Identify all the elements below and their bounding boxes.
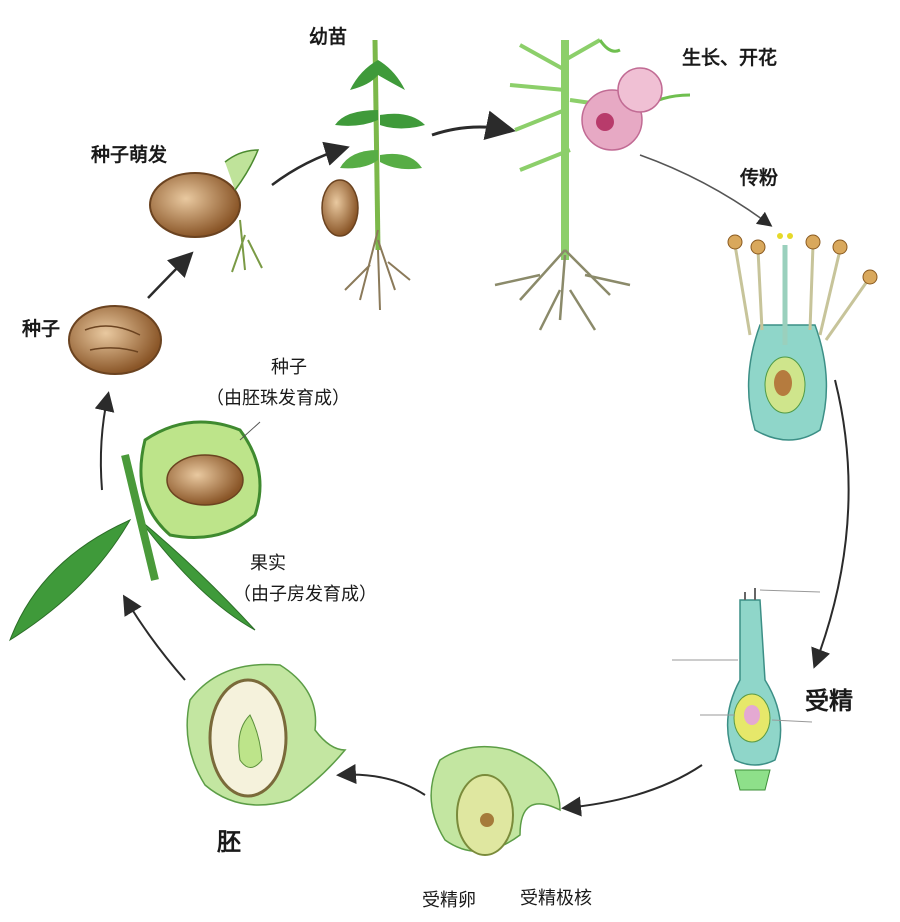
label-fruit-origin: （由子房发育成） (233, 584, 377, 605)
arrow-embryo-to-fruit (122, 594, 186, 681)
germinating-seed-illustration (149, 149, 263, 273)
flower-illustration (581, 67, 663, 151)
label-seedling: 幼苗 (309, 26, 348, 48)
label-seed-in-fruit: 种子 (271, 357, 307, 378)
seedling-illustration (321, 39, 425, 311)
fertilization-illustration (672, 588, 821, 791)
arrow-germination-to-seedling (271, 141, 350, 186)
label-fruit: 果实 (250, 553, 286, 574)
arrow-seed-to-germination (147, 251, 194, 299)
pollination-illustration (727, 233, 878, 441)
label-fertilized-polar-nuclei: 受精极核 (520, 888, 592, 909)
fertilized-ovule-illustration (430, 745, 561, 856)
arrow-fertilization-to-ovule (561, 764, 703, 817)
arrow-plant-to-pollination (639, 154, 773, 227)
arrow-fruit-to-seed (94, 391, 115, 491)
arrow-ovule-to-embryo (336, 764, 426, 796)
label-pollination: 传粉 (740, 167, 779, 189)
arrow-seedling-to-plant (431, 110, 516, 141)
label-fertilized-egg: 受精卵 (422, 890, 476, 911)
label-fertilization: 受精 (805, 687, 853, 715)
flowering-plant-illustration (494, 38, 691, 331)
seed-illustration (68, 305, 162, 375)
label-seed: 种子 (22, 318, 61, 340)
label-embryo: 胚 (217, 828, 241, 856)
label-grow-flower: 生长、开花 (682, 47, 778, 69)
label-germination: 种子萌发 (91, 144, 168, 166)
label-seed-origin: （由胚珠发育成） (206, 388, 350, 409)
embryo-ovule-illustration (186, 663, 347, 806)
fruit-illustration (9, 420, 262, 642)
arrow-pollination-to-fertilization (811, 379, 850, 669)
